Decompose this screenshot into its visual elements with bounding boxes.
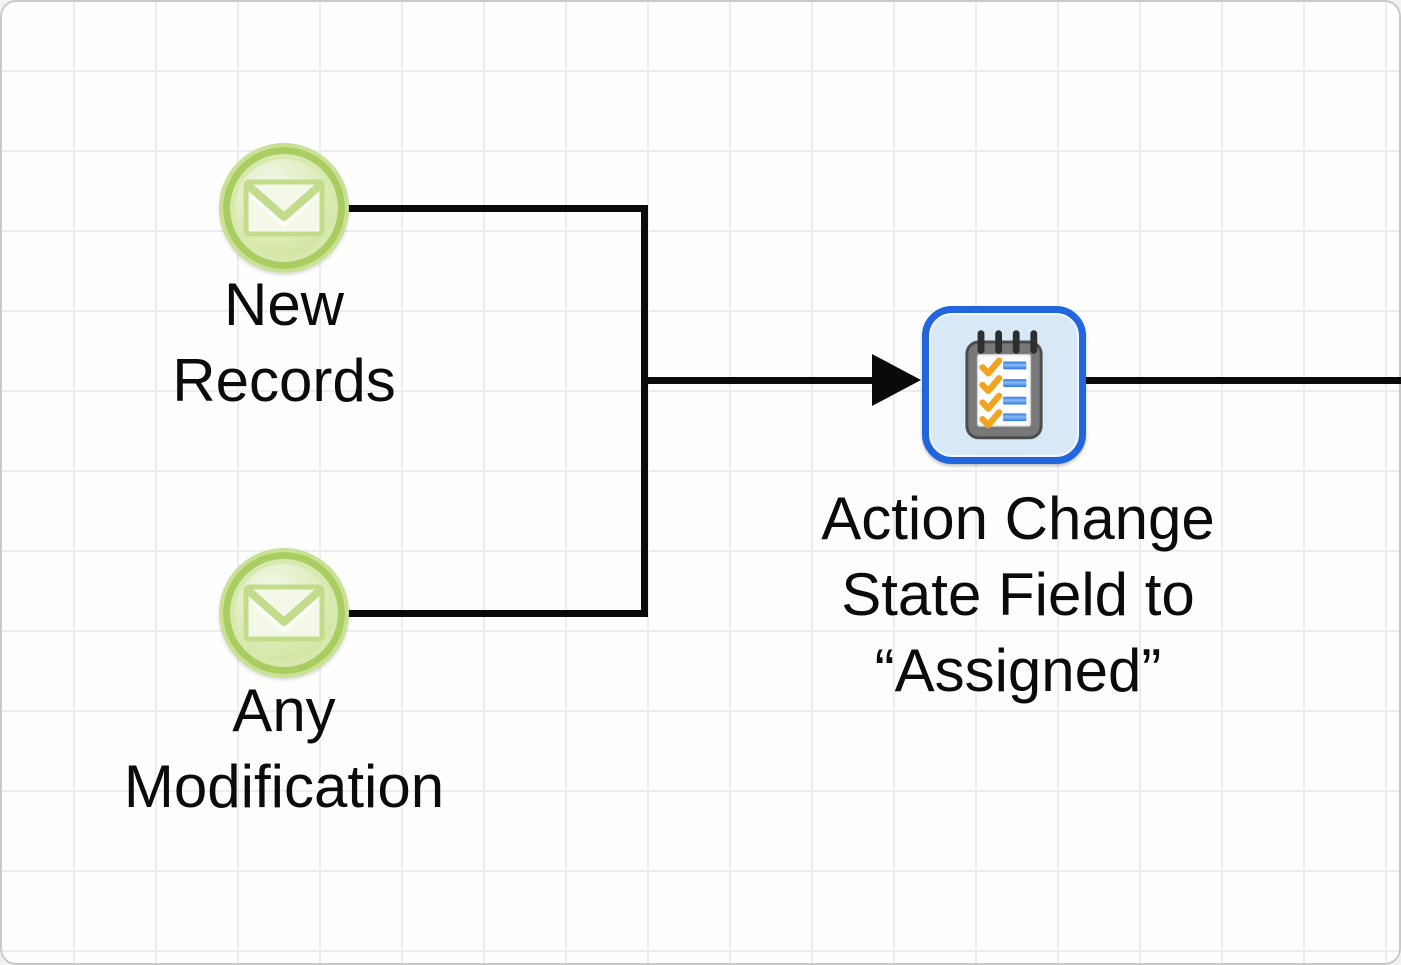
checklist-clipboard-icon bbox=[965, 330, 1043, 440]
node-action-change-state[interactable] bbox=[922, 306, 1086, 464]
connector-action-out bbox=[1084, 377, 1401, 384]
label-line: “Assigned” bbox=[874, 637, 1162, 704]
connector-to-action bbox=[644, 377, 874, 384]
connector-new-records-out bbox=[348, 205, 648, 212]
envelope-icon bbox=[243, 179, 325, 237]
node-new-records[interactable] bbox=[219, 143, 349, 273]
label-line: Modification bbox=[123, 753, 445, 820]
node-label-any-modification: Any Modification bbox=[34, 673, 534, 825]
label-line: State Field to bbox=[841, 561, 1195, 628]
label-line: New bbox=[223, 271, 345, 338]
node-label-new-records: New Records bbox=[34, 267, 534, 419]
connector-any-modification-out bbox=[348, 610, 648, 617]
label-line: Any bbox=[232, 677, 336, 744]
label-line: Action Change bbox=[821, 485, 1215, 552]
connector-merge-vertical bbox=[641, 205, 648, 617]
arrowhead-icon bbox=[872, 354, 921, 406]
label-line: Records bbox=[172, 347, 396, 414]
node-any-modification[interactable] bbox=[219, 548, 349, 678]
node-label-action-change-state: Action Change State Field to “Assigned” bbox=[768, 481, 1268, 709]
envelope-icon bbox=[243, 584, 325, 642]
